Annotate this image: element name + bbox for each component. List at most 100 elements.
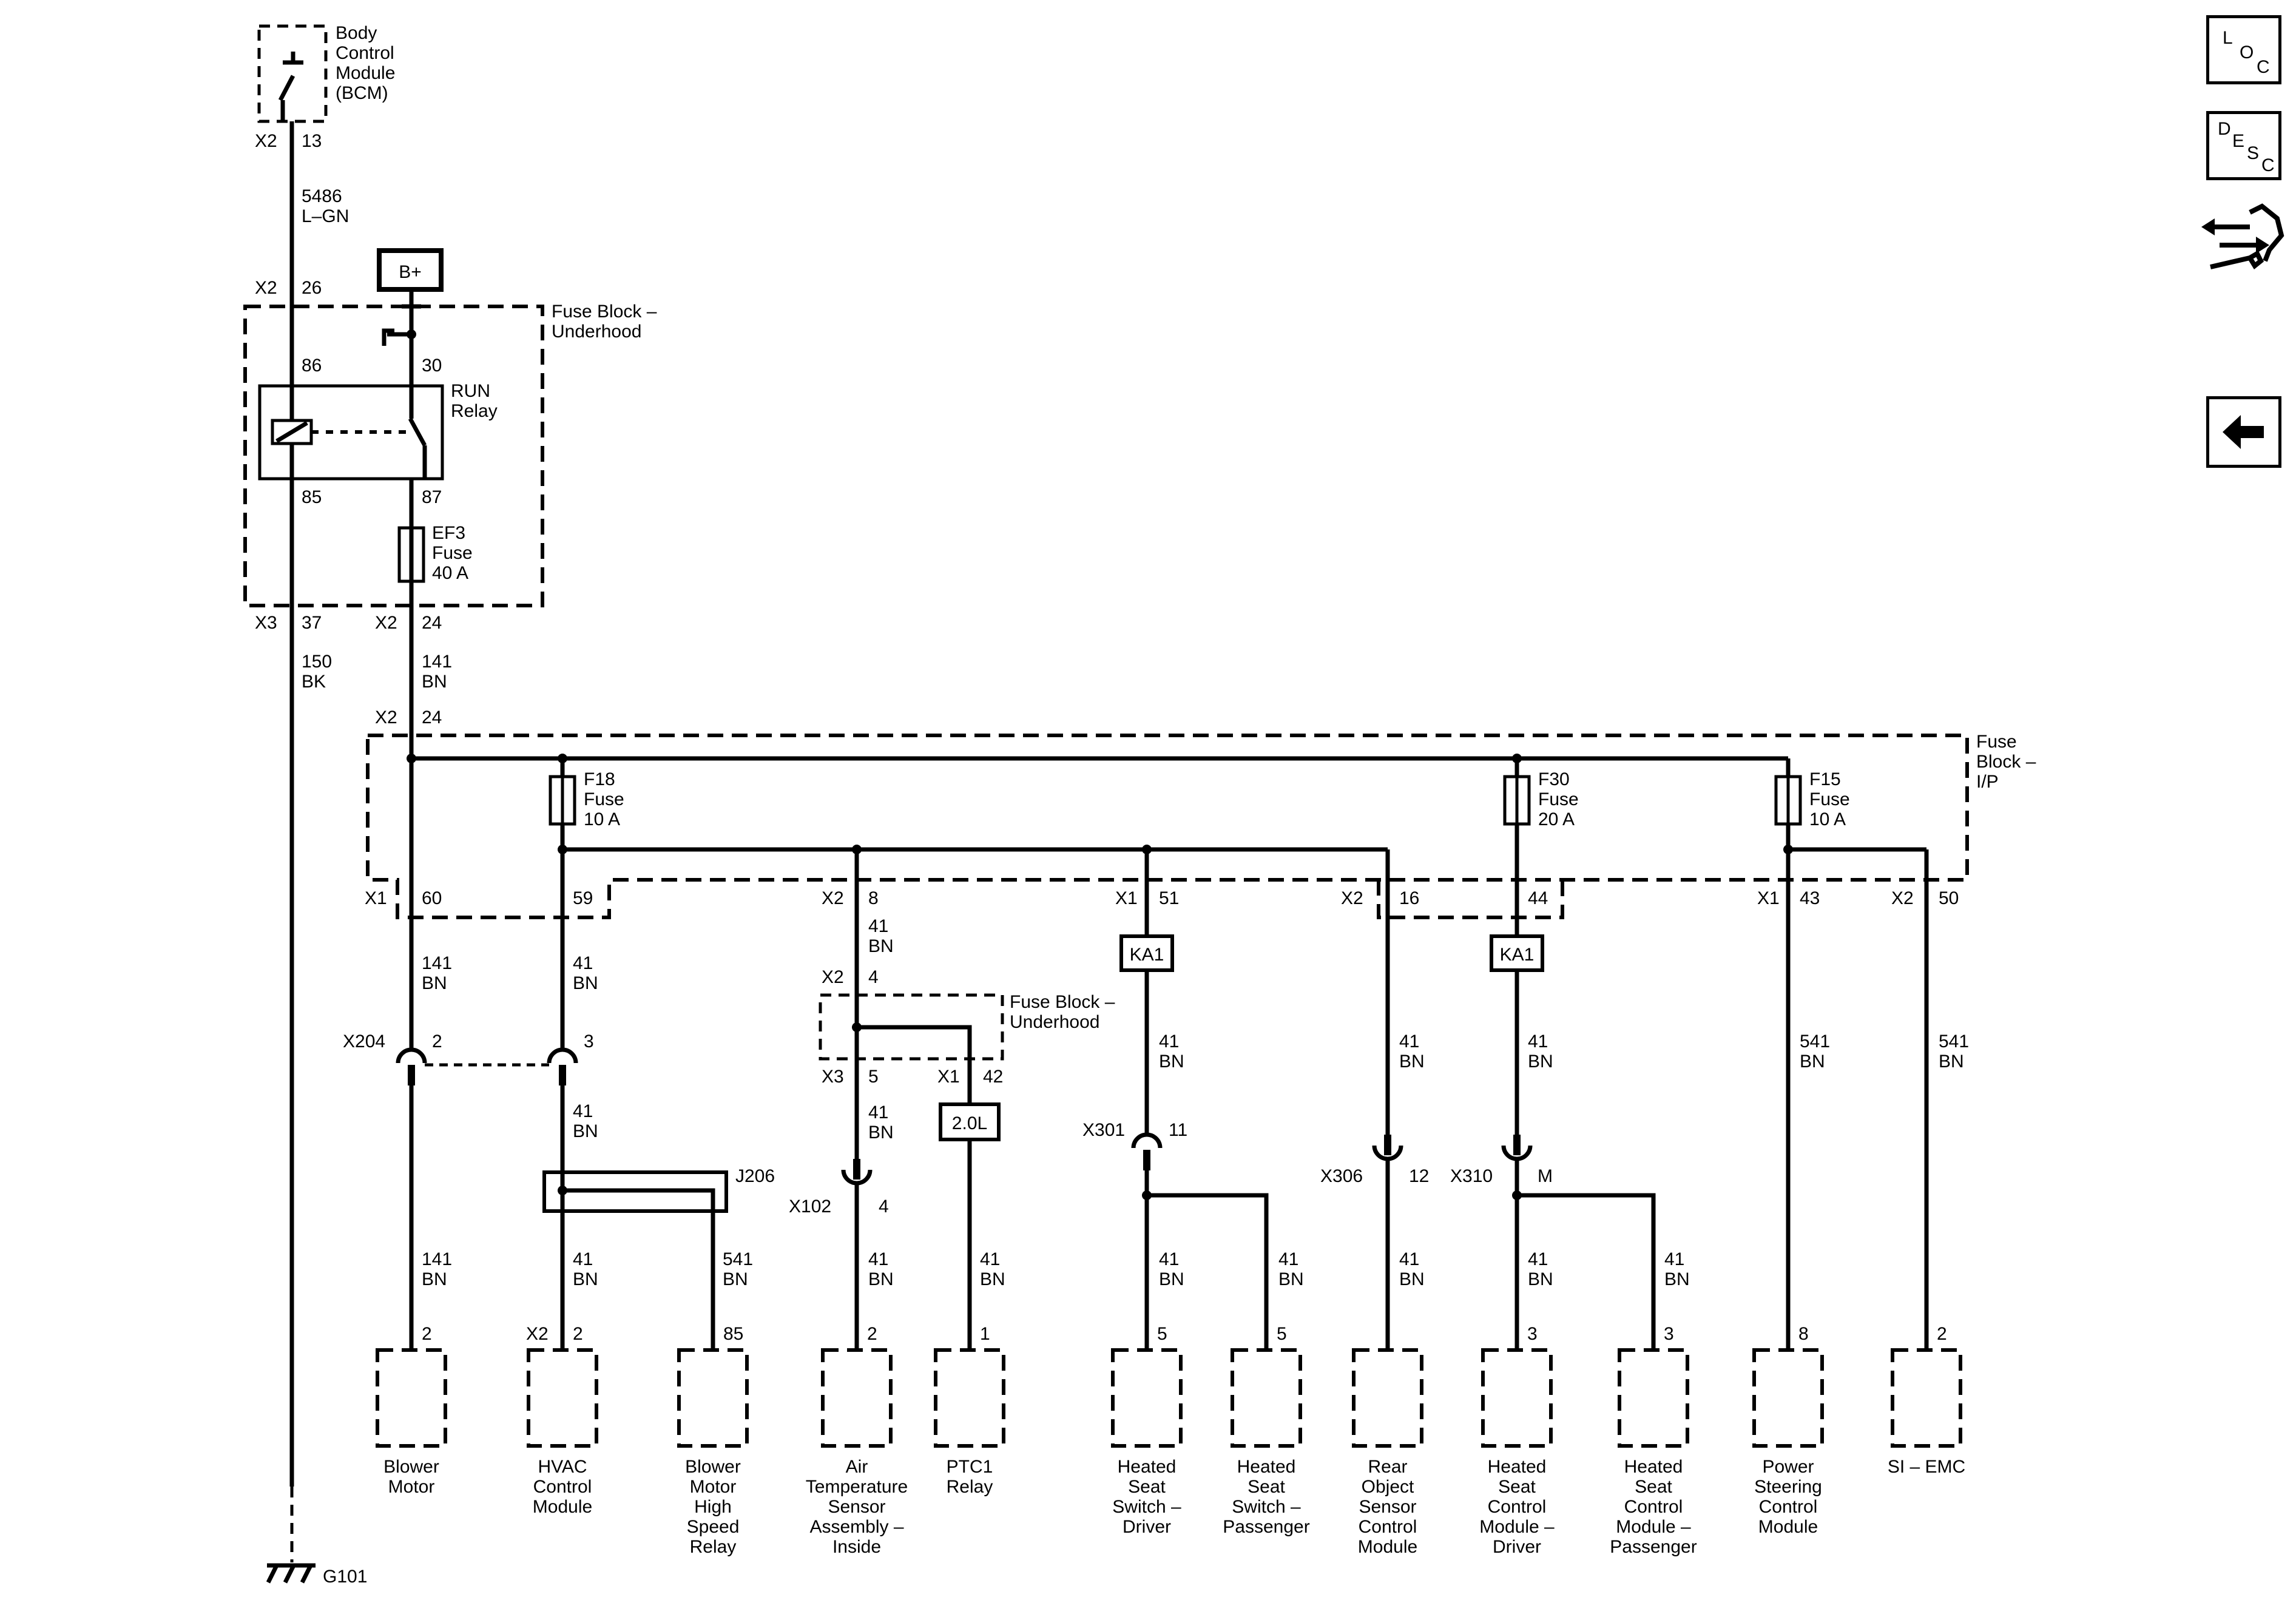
ip-pin-44: 44 [1528,888,1548,908]
b4-color: BN [868,936,894,956]
x310-label: X310 [1450,1166,1493,1186]
ground-icon [266,1563,316,1584]
b8-circuit: 41 [1399,1031,1419,1052]
component-box [1618,1348,1689,1448]
b7-circuit: 41 [1278,1249,1298,1269]
component-label: High [694,1497,732,1517]
component-label: Heated [1624,1457,1683,1477]
run-relay: RUN Relay [258,381,498,481]
fb-under-out-pin: 24 [422,613,442,633]
wire-150-color: BK [302,672,326,692]
desc-letter-s: S [2247,143,2260,163]
b2-mid-circuit: 41 [573,1101,593,1121]
component-label: Assembly – [809,1517,903,1537]
component-label: Module – [1479,1517,1555,1537]
component-pin: 85 [723,1324,743,1344]
component-label: Control [1359,1517,1417,1537]
b4-lower-color: BN [868,1269,894,1289]
x301-connector [1131,1132,1163,1170]
ip-x1-51-conn: X1 [1115,888,1138,908]
ef3-label-1: EF3 [432,523,465,543]
b8-lower-color: BN [1399,1269,1425,1289]
ef3-fuse: EF3 Fuse 40 A [397,523,473,583]
component-label: Control [1759,1497,1818,1517]
fb-underhood-label-1: Fuse Block – [552,302,657,322]
component-pin: 2 [1937,1324,1947,1344]
ip-x2-16-conn: X2 [1341,888,1363,908]
fb-under2-pin-5: 5 [868,1067,879,1087]
f18-label-2: Fuse [584,789,624,809]
b2-mid-color: BN [573,1121,598,1141]
bcm-pin: 13 [302,131,322,151]
loc-letter-l: L [2223,28,2233,48]
component-label: HVAC [538,1457,587,1477]
description-button[interactable]: D E S C [2206,111,2281,180]
relay-label-1: RUN [451,381,490,401]
ka1-label-1: KA1 [1130,945,1164,965]
component-label: Seat [1128,1477,1166,1497]
loc-letter-c: C [2257,57,2270,77]
ip-x2-50-conn: X2 [1891,888,1914,908]
component-box [1481,1348,1553,1448]
ip-x1-60-pin: 60 [422,888,442,908]
service-procedure-button[interactable] [2201,200,2286,279]
component-pin: 2 [573,1324,583,1344]
b4-mid-color: BN [868,1122,894,1143]
b6-lower-circuit: 41 [1159,1249,1179,1269]
b4-mid-circuit: 41 [868,1102,888,1122]
ip-x2-16-pin: 16 [1399,888,1419,908]
fb-under2-in-pin: 4 [868,967,879,987]
x306-connector [1372,1135,1403,1161]
fuse-block-underhood: Fuse Block – Underhood [243,302,657,607]
bcm-connector: X2 [255,131,277,151]
j206-label: J206 [735,1166,775,1186]
component-label: Seat [1635,1477,1672,1497]
x102-connector [841,1159,873,1186]
component-label: Heated [1488,1457,1547,1477]
ip-x2-8-pin: 8 [868,888,879,908]
component-pin: 5 [1277,1324,1287,1344]
component-label: Sensor [1359,1497,1416,1517]
x301-pin-11: 11 [1169,1120,1187,1140]
x306-label: X306 [1320,1166,1363,1186]
b6-color: BN [1159,1052,1184,1072]
bcm-label-2: Control [336,43,394,63]
component-label: Control [1488,1497,1547,1517]
component-label: Driver [1493,1537,1541,1557]
component-label: Relay [690,1537,737,1557]
bcm-label-4: (BCM) [336,83,388,103]
component-label: Module [1758,1517,1818,1537]
b2-color: BN [573,973,598,993]
component-box [1891,1348,1962,1448]
ka1-label-box-1: KA1 [1119,934,1174,972]
component-box [934,1348,1005,1448]
component-label: Seat [1498,1477,1536,1497]
component-label: Speed [687,1517,740,1537]
b7-color: BN [1278,1269,1304,1289]
f18-fuse: F18 Fuse 10 A [549,769,624,829]
ip-x1-51-pin: 51 [1159,888,1179,908]
fb-ip-in-pin: 24 [422,707,442,727]
b1-circuit: 141 [422,953,452,973]
x310-connector [1501,1135,1533,1161]
component-label: Motor [690,1477,737,1497]
f30-fuse: F30 Fuse 20 A [1503,769,1579,829]
component-pin-connector: X2 [526,1324,549,1344]
component-label: Driver [1123,1517,1171,1537]
fb-under-gnd-conn: X3 [255,613,277,633]
component-label: Relay [947,1477,993,1497]
x204-pin-3: 3 [584,1031,594,1052]
b8-lower-circuit: 41 [1399,1249,1419,1269]
component-label: Module [1358,1537,1417,1557]
back-button[interactable] [2206,396,2281,468]
ka1-label-2: KA1 [1500,945,1535,965]
relay-pin-87: 87 [422,487,442,507]
wire-5486-color: L–GN [302,206,349,226]
location-button[interactable]: L O C [2206,15,2281,84]
component-label: Blower [685,1457,741,1477]
